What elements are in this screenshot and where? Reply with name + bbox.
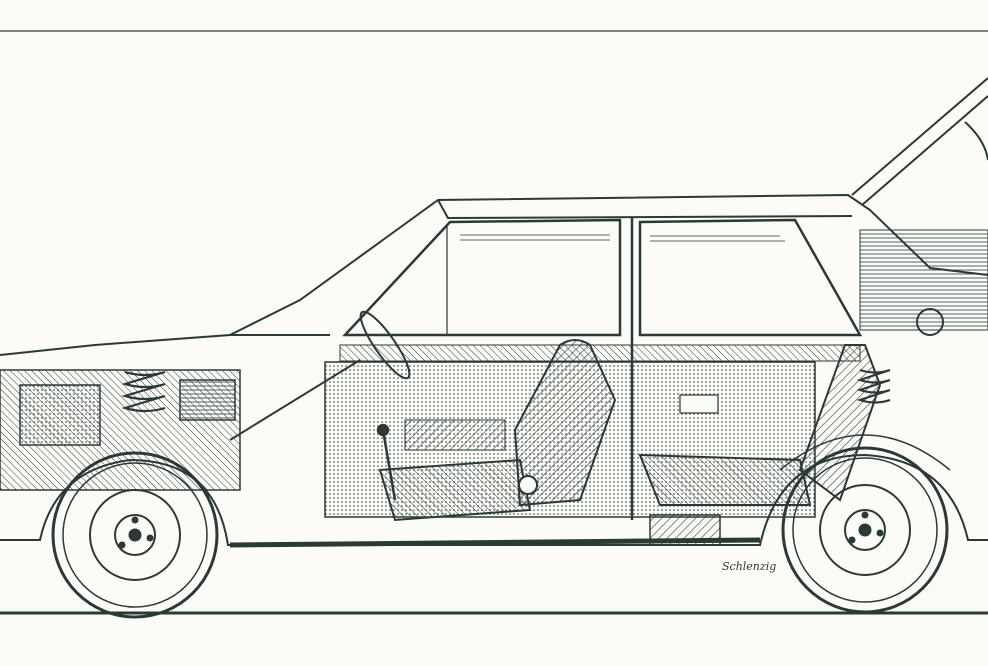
rear-light <box>916 308 944 336</box>
rear-wheel <box>781 446 949 614</box>
front-wheel <box>51 451 219 619</box>
gear-lever <box>376 423 397 501</box>
rear-quarter-panel <box>859 229 988 331</box>
rear-spring <box>856 368 891 404</box>
artist-signature: Schlenzig <box>722 560 776 573</box>
window-reflections <box>460 234 785 242</box>
rear-wheel-arch <box>779 434 951 471</box>
front-spring <box>121 370 166 413</box>
belt-line-strip <box>339 344 861 362</box>
fuel-tank <box>649 514 721 546</box>
engine-block <box>0 369 241 491</box>
tailgate-strut <box>851 77 988 206</box>
steering-column <box>229 310 411 441</box>
front-seat <box>378 339 617 522</box>
